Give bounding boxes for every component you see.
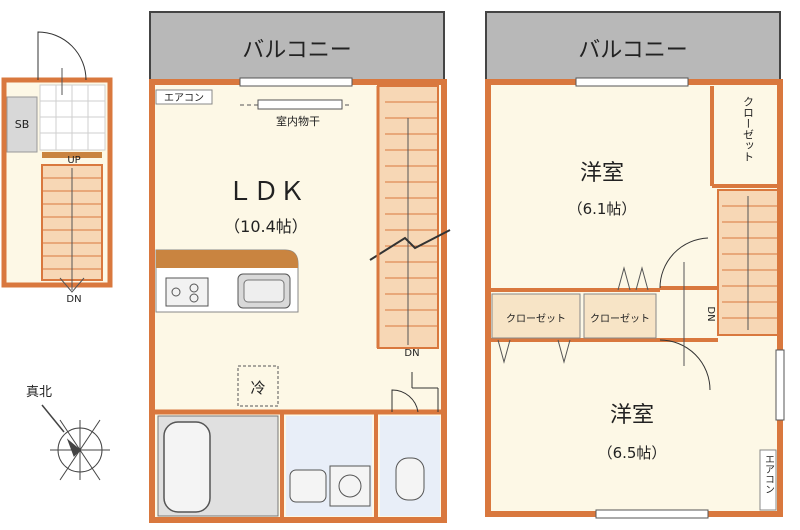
closet-left-label: クローゼット — [506, 313, 566, 325]
north-compass — [41, 404, 110, 481]
room1-name: 洋室 — [580, 161, 624, 186]
balcony-right — [485, 11, 781, 81]
balcony-window-right — [575, 77, 689, 87]
sb-label: SB — [15, 118, 30, 131]
north-label: 真北 — [26, 385, 52, 400]
up-label: UP — [67, 155, 80, 166]
aircon-room-label: エアコン — [763, 454, 775, 494]
stove — [165, 277, 209, 307]
fridge-space — [237, 365, 279, 407]
aircon-ldk — [155, 89, 213, 105]
closet-mid-label: クローゼット — [590, 313, 650, 325]
closet-left — [491, 293, 581, 339]
dn-entry-label: DN — [66, 294, 81, 305]
aircon-ldk-label: エアコン — [164, 93, 204, 104]
closet-mid — [583, 293, 657, 339]
bathtub — [163, 421, 211, 513]
room1-size: （6.1帖） — [568, 200, 637, 218]
dn-ldk-label: DN — [404, 348, 419, 359]
room2-name: 洋室 — [610, 403, 654, 428]
room2-size: （6.5帖） — [598, 444, 667, 462]
closet-vertical-label: クローゼット — [742, 96, 755, 162]
balcony-window-left — [239, 77, 353, 87]
balcony-left-label: バルコニー — [242, 38, 352, 63]
toilet — [395, 457, 425, 501]
svg-text:クローゼット: クローゼット — [742, 96, 755, 162]
entry-stair-block — [1, 31, 113, 293]
ldk-size: （10.4帖） — [224, 217, 308, 236]
ldk-name: ＬＤＫ — [227, 177, 305, 207]
side-window — [775, 349, 785, 421]
aircon-room — [759, 449, 777, 511]
wash-basin — [289, 469, 327, 503]
dn-room-label: DN — [705, 306, 716, 321]
washing-machine — [329, 465, 371, 507]
balcony-right-label: バルコニー — [578, 38, 688, 63]
balcony-left — [149, 11, 445, 81]
laundry-label: 室内物干 — [276, 114, 320, 128]
south-window — [595, 509, 709, 519]
fridge-label: 冷 — [250, 379, 265, 397]
counter-top — [156, 250, 298, 268]
